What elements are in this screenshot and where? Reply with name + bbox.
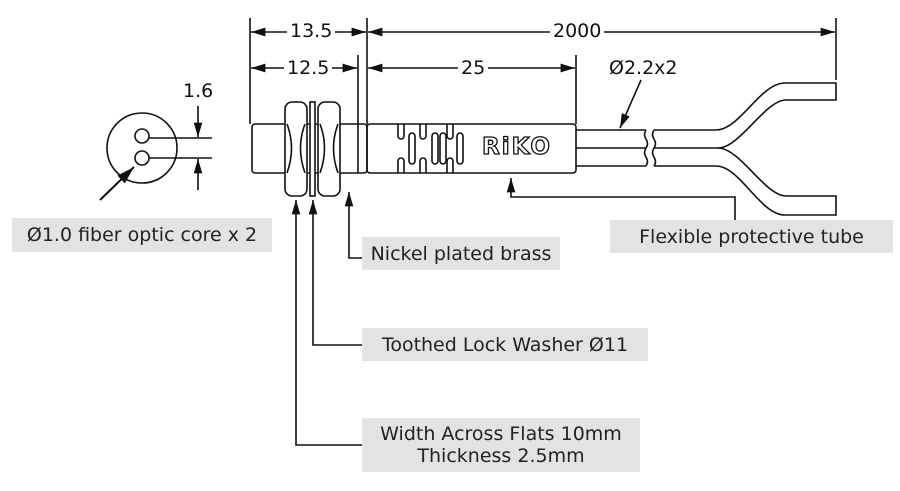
label-tube: Flexible protective tube [610, 220, 893, 253]
brand-logo: RiKO [481, 133, 552, 160]
label-material: Nickel plated brass [362, 237, 560, 270]
hex-nut-rear [317, 101, 341, 197]
extension-lines [249, 18, 837, 124]
dim-13-5: 13.5 [287, 20, 336, 42]
dim-2000: 2000 [550, 20, 605, 42]
dim-cable-diameter: Ø2.2x2 [609, 57, 678, 79]
lock-washer [309, 101, 316, 197]
dimension-lines [250, 27, 835, 73]
dim-12-5: 12.5 [284, 57, 333, 79]
end-view [99, 106, 212, 201]
label-nut-thickness: Thickness 2.5mm [417, 445, 585, 467]
label-nut-width: Width Across Flats 10mm [380, 423, 622, 445]
label-fiber-core: Ø1.0 fiber optic core x 2 [12, 218, 272, 252]
label-washer: Toothed Lock Washer Ø11 [362, 328, 648, 361]
hex-nut-front [284, 101, 308, 197]
label-nut: Width Across Flats 10mm Thickness 2.5mm [362, 418, 640, 472]
cable [576, 79, 837, 216]
dim-1-6: 1.6 [180, 80, 217, 102]
dim-25: 25 [458, 57, 489, 79]
leader-lines [291, 178, 736, 446]
